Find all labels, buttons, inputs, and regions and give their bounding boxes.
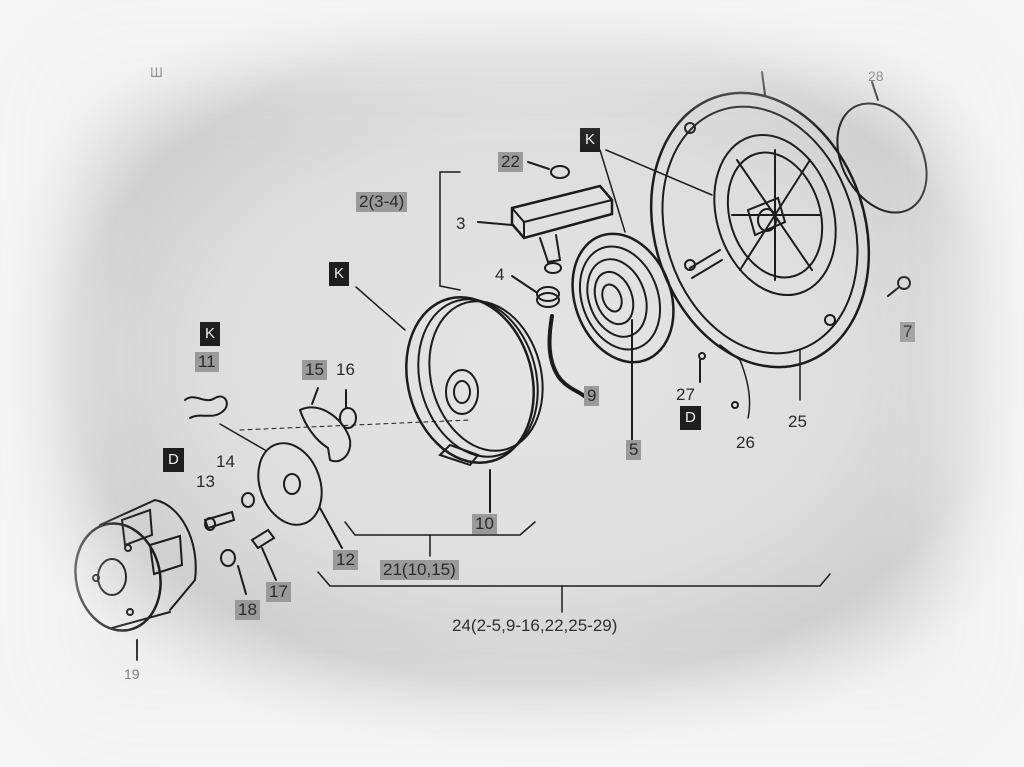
label-24-group: 24(2-5,9-16,22,25-29) — [452, 616, 618, 635]
label-7: 7 — [900, 322, 916, 342]
part-3-handle — [477, 184, 614, 274]
label-19: 19 — [124, 666, 140, 682]
label-2-3-4: 2(3-4) — [356, 192, 408, 212]
label-16: 16 — [336, 360, 355, 379]
part-12-ratchet-plate — [257, 442, 343, 549]
part-14-washer — [241, 492, 255, 508]
part-17-screw — [250, 528, 277, 581]
label-21-10-15: 21(10,15) — [380, 560, 459, 580]
part-16-spring — [339, 407, 357, 429]
bracket-2 — [439, 171, 461, 291]
marker-d-left: D — [163, 448, 184, 472]
label-11: 11 — [195, 352, 219, 372]
part-19-drive-cup — [74, 498, 197, 661]
bracket-24 — [317, 571, 831, 587]
label-28: 28 — [868, 68, 884, 84]
marker-k-top: K — [580, 128, 601, 152]
part-18-washer — [220, 549, 236, 567]
part-4-bushing — [536, 286, 560, 308]
label-18: 18 — [235, 600, 260, 620]
marker-k-left: K — [200, 322, 221, 346]
part-9-rope — [547, 314, 586, 398]
label-27: 27 — [676, 385, 695, 404]
marker-d-right: D — [680, 406, 701, 430]
part-10-pulley — [405, 296, 544, 513]
part-15-pawl — [298, 406, 352, 463]
marker-k-middle: K — [329, 262, 350, 286]
part-13-screw — [203, 510, 236, 531]
label-15: 15 — [302, 360, 327, 380]
label-10: 10 — [472, 514, 497, 534]
label-25: 25 — [788, 412, 807, 431]
label-4: 4 — [495, 265, 505, 284]
part-27-screws — [698, 352, 739, 409]
part-5-spiral-spring — [571, 232, 675, 446]
label-3: 3 — [456, 214, 466, 233]
label-22: 22 — [498, 152, 523, 172]
part-7-screw — [887, 276, 911, 297]
label-17: 17 — [266, 582, 291, 602]
part-22-grommet — [550, 165, 570, 179]
part-28-ring — [836, 102, 928, 214]
part-11-clip — [184, 395, 228, 419]
bracket-21 — [344, 521, 536, 536]
label-13: 13 — [196, 472, 215, 491]
label-top-left-mark: Ш — [150, 64, 163, 80]
part-26-spring — [719, 344, 751, 419]
label-5: 5 — [626, 440, 642, 460]
part-25-housing-cover — [649, 71, 871, 369]
label-9: 9 — [584, 386, 600, 406]
label-26: 26 — [736, 433, 755, 452]
label-12: 12 — [333, 550, 358, 570]
label-14: 14 — [216, 452, 235, 471]
